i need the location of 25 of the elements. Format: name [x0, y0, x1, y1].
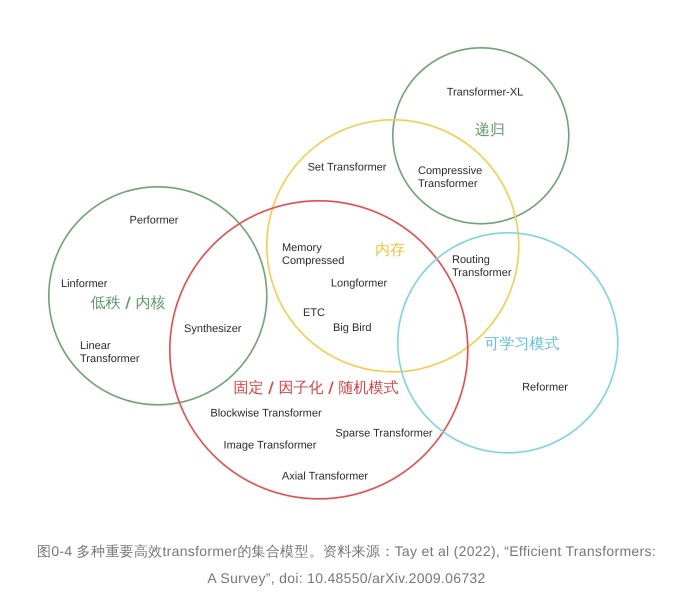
model-name: Longformer [330, 278, 388, 290]
category-label: 低秩 / 内核 [90, 294, 166, 312]
model-name: Transformer-XL [446, 86, 524, 100]
model-name: Compressive Transformer [418, 165, 482, 191]
model-name: Big Bird [333, 322, 372, 335]
category-label: 递归 [474, 121, 505, 138]
venn-circle [392, 47, 570, 225]
model-name: ETC [303, 307, 325, 320]
model-name: Linear Transformer [80, 340, 140, 366]
category-label: 内存 [374, 241, 405, 258]
model-name: Memory Compressed [282, 242, 344, 268]
category-label: 可学习模式 [484, 335, 560, 352]
model-name: Reformer [522, 382, 568, 394]
category-label: 固定 / 因子化 / 随机模式 [233, 379, 399, 396]
model-name: Synthesizer [184, 323, 242, 336]
model-name: Set Transformer [308, 162, 386, 174]
model-name: Linformer [61, 278, 108, 291]
model-name: Axial Transformer [282, 470, 368, 484]
model-name: Image Transformer [224, 440, 316, 452]
model-name: Performer [130, 214, 178, 228]
model-name: Sparse Transformer [335, 428, 433, 440]
model-name: Blockwise Transformer [210, 408, 322, 420]
venn-circle [48, 186, 268, 406]
caption: 图0-4 多种重要高效transformer的集合模型。资料来源：Tay et al (2022), “Efficient Transformers: A Survey”, doi: 10.48550/arXiv.2009.06732 [36, 542, 657, 588]
model-name: Routing Transformer [452, 254, 512, 280]
